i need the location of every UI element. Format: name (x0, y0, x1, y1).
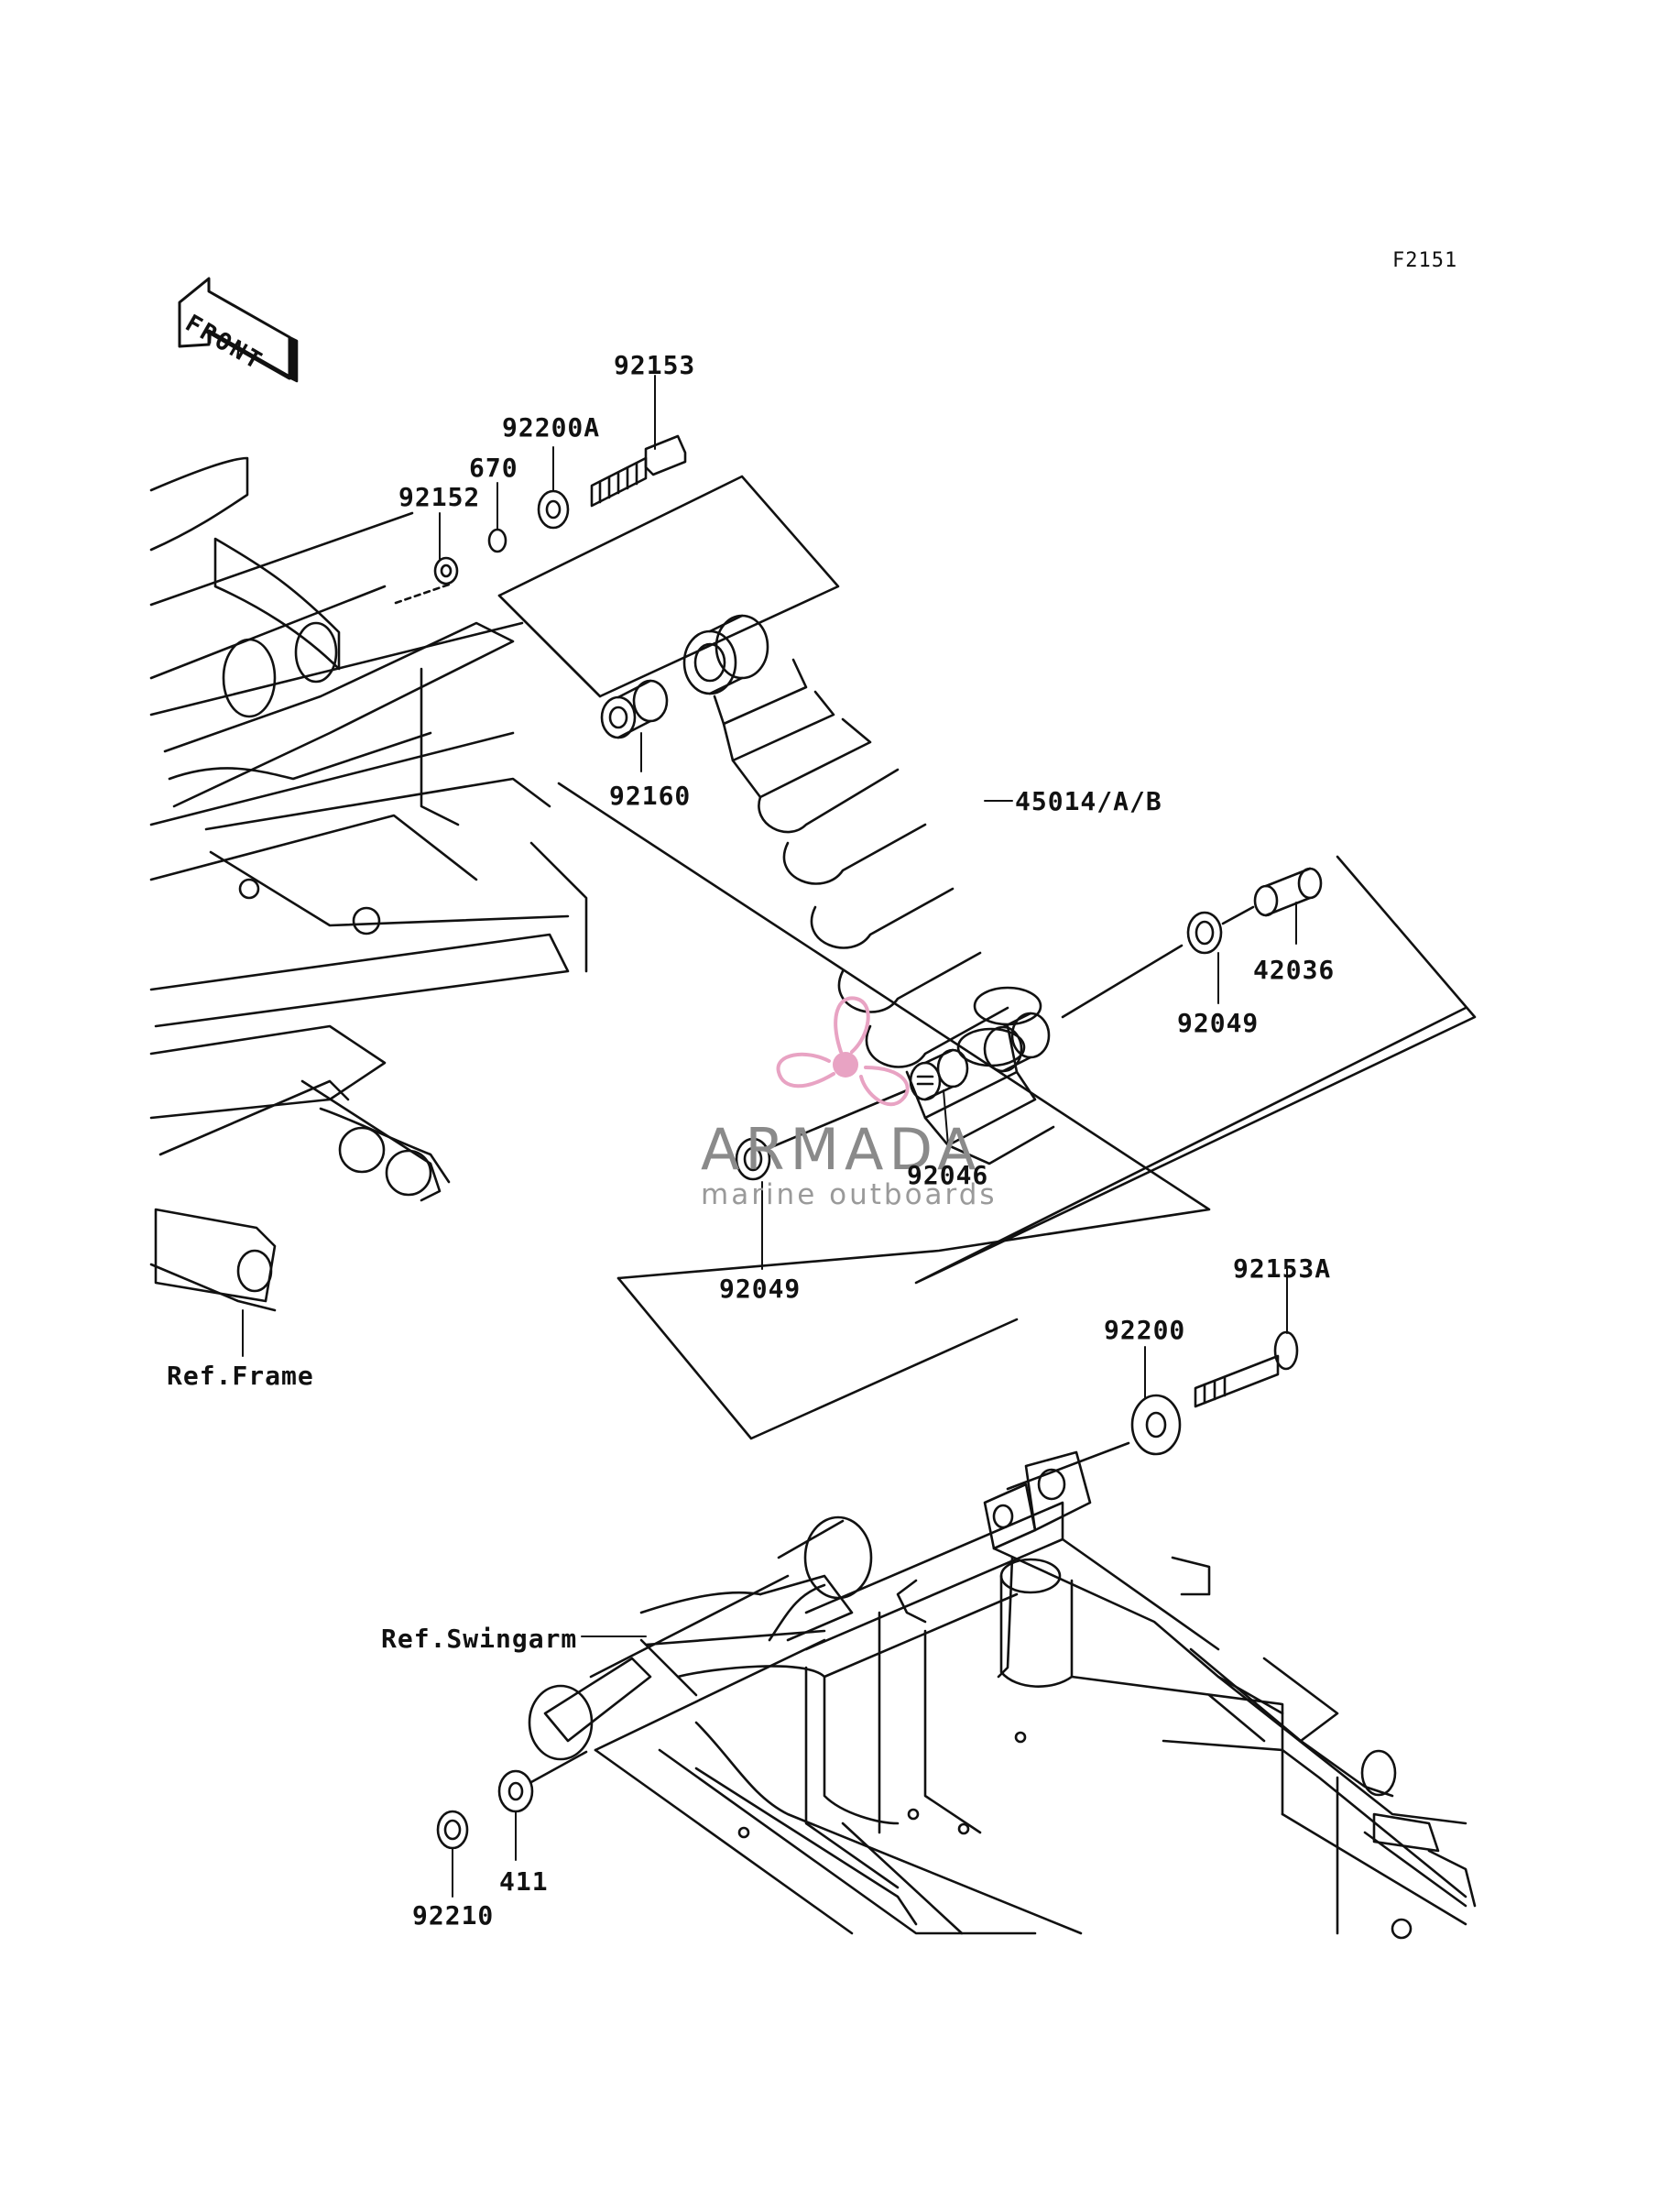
part-92049-right-seal (1186, 911, 1223, 955)
part-92160-bushing (600, 679, 669, 739)
leader-92049-to-42036 (1221, 905, 1255, 925)
label-42036: 42036 (1253, 955, 1336, 985)
frame-pivot-axis (151, 585, 522, 715)
leader-411-to-swingarm (529, 1750, 588, 1784)
lower-mount-bracket-outline (559, 783, 1475, 1439)
label-leaders (242, 375, 1297, 1898)
label-92210: 92210 (412, 1900, 495, 1931)
label-92049-left: 92049 (719, 1274, 802, 1304)
armada-propeller-icon (776, 996, 910, 1107)
label-92200A: 92200A (502, 412, 601, 443)
frame-reference-drawing (151, 458, 586, 1310)
label-ref-swingarm: Ref.Swingarm (381, 1624, 578, 1654)
label-92046: 92046 (907, 1160, 989, 1190)
part-42036-sleeve (1253, 867, 1323, 917)
part-92153-bolt (590, 434, 687, 508)
part-411-washer (497, 1769, 534, 1813)
label-92152: 92152 (398, 482, 481, 512)
part-45014-shock-absorber (684, 616, 1053, 1164)
figure-code: F2151 (1392, 249, 1458, 272)
part-92153A-bolt (1194, 1330, 1299, 1408)
label-45014: 45014/A/B (1015, 786, 1162, 816)
label-92200: 92200 (1104, 1315, 1186, 1345)
part-92152-nut (433, 556, 459, 585)
part-92210-nut (436, 1810, 469, 1850)
label-92160: 92160 (609, 781, 692, 811)
label-92153A: 92153A (1233, 1253, 1332, 1284)
label-92153: 92153 (614, 350, 696, 380)
part-92049-left-seal (735, 1137, 771, 1181)
part-92200-washer (1130, 1394, 1182, 1456)
watermark-tagline: marine outboards (701, 1178, 998, 1211)
label-670: 670 (469, 453, 518, 483)
part-lower-eye (983, 1012, 1051, 1073)
upper-mount-bracket-outline (499, 476, 838, 696)
swingarm-reference-drawing (529, 1452, 1475, 1938)
leader-shock-to-92049 (1061, 944, 1184, 1019)
watermark-brand-name: ARMADA (701, 1116, 982, 1183)
label-411: 411 (499, 1866, 549, 1897)
front-arrow-icon (178, 277, 299, 383)
part-92200A-washer (537, 489, 570, 530)
label-ref-frame: Ref.Frame (167, 1361, 314, 1391)
leader-92049-to-92046 (769, 1089, 909, 1149)
part-92046-needle-bearing (909, 1048, 969, 1101)
label-92049-right: 92049 (1177, 1008, 1260, 1038)
part-670-ring (487, 528, 507, 553)
